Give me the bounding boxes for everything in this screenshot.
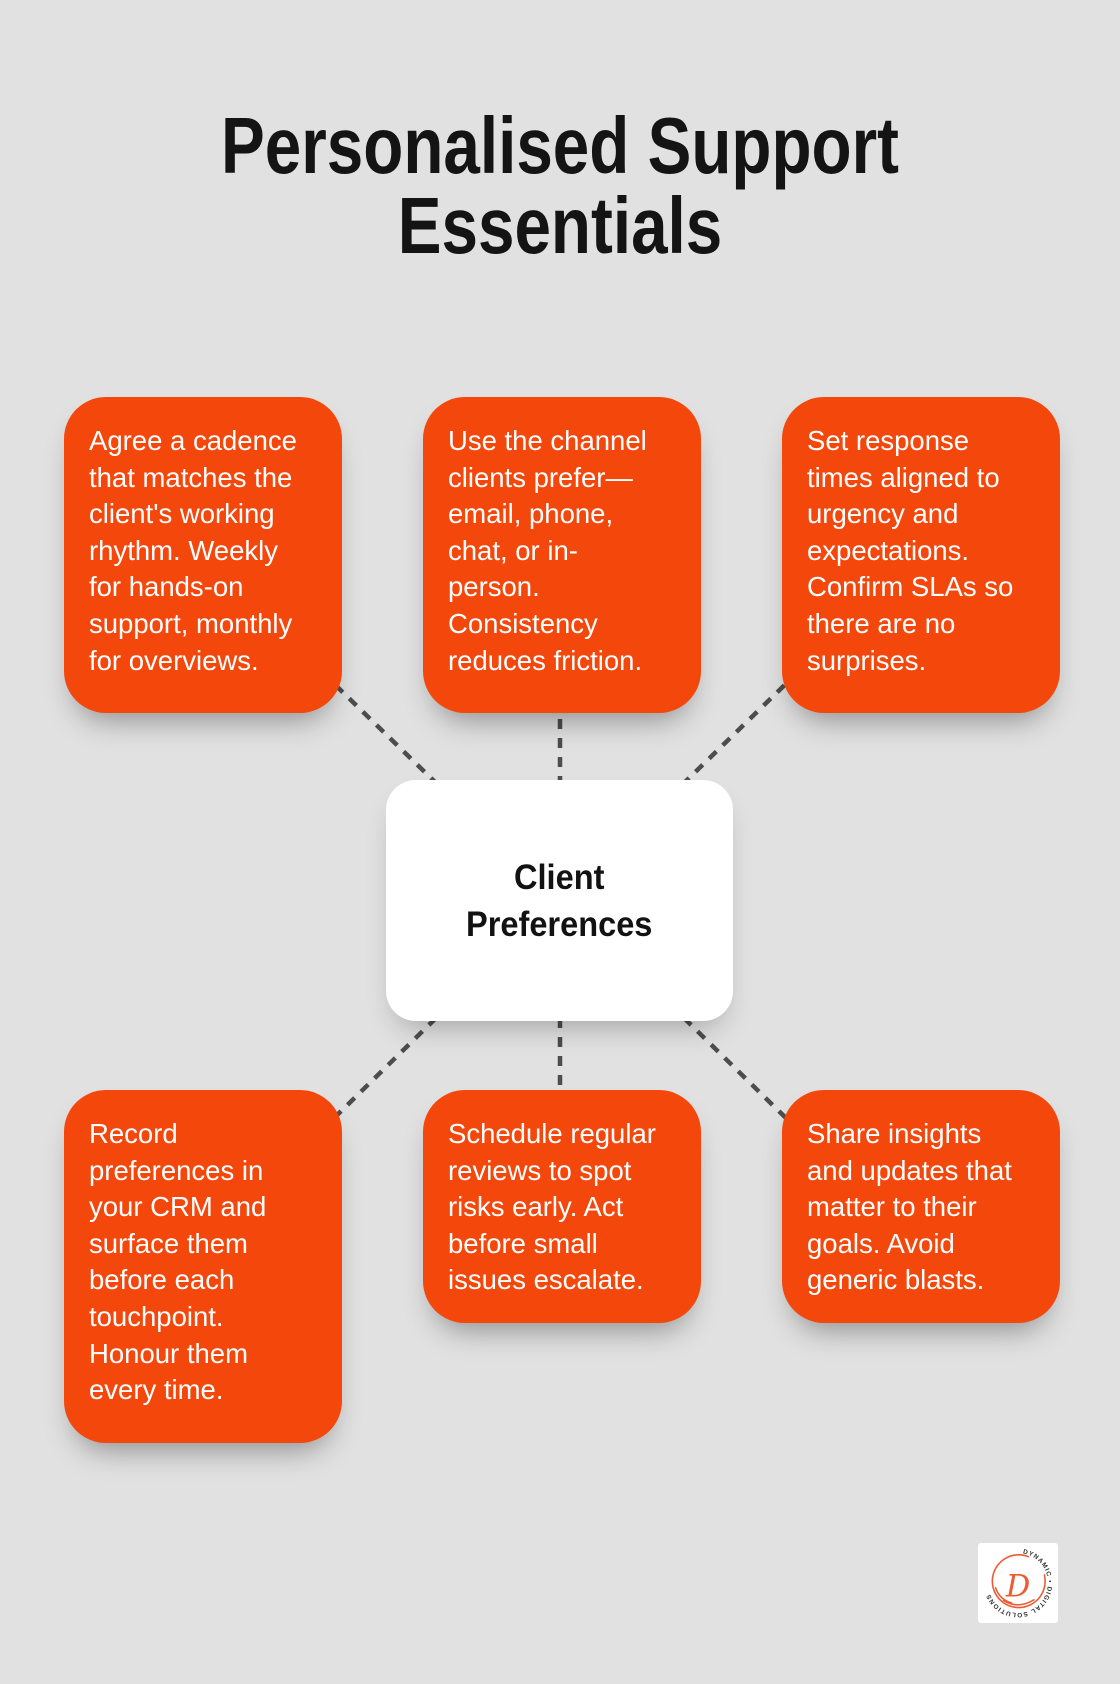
node-card-crm-record: Record preferences in your CRM and surfa… (64, 1090, 342, 1443)
node-card-text: Agree a cadence that matches the client'… (89, 425, 297, 676)
page-title: Personalised Support Essentials (220, 101, 900, 270)
connector-line-bottom-left (326, 1016, 438, 1126)
node-card-reviews: Schedule regular reviews to spot risks e… (423, 1090, 701, 1323)
connector-line-top-left (320, 670, 438, 785)
node-card-insights: Share insights and updates that matter t… (782, 1090, 1060, 1323)
node-card-text: Use the channel clients prefer— email, p… (448, 425, 647, 676)
connector-line-bottom-right (682, 1016, 794, 1126)
center-topic-card: Client Preferences (386, 780, 733, 1021)
node-card-text: Share insights and updates that matter t… (807, 1118, 1012, 1296)
logo-swirl-icon (991, 1554, 1046, 1609)
brand-logo: DYNAMIC • DIGITAL SOLUTIONS D (978, 1543, 1058, 1623)
node-card-text: Set response times aligned to urgency an… (807, 425, 1014, 676)
node-card-response-times: Set response times aligned to urgency an… (782, 397, 1060, 713)
center-topic-label: Client Preferences (466, 857, 653, 944)
node-card-cadence: Agree a cadence that matches the client'… (64, 397, 342, 713)
logo-monogram: D (1005, 1570, 1030, 1605)
brand-logo-icon: DYNAMIC • DIGITAL SOLUTIONS D (985, 1548, 1052, 1618)
node-card-text: Schedule regular reviews to spot risks e… (448, 1118, 656, 1296)
node-card-text: Record preferences in your CRM and surfa… (89, 1118, 267, 1406)
connector-line-top-right (682, 670, 800, 785)
node-card-channels: Use the channel clients prefer— email, p… (423, 397, 701, 713)
